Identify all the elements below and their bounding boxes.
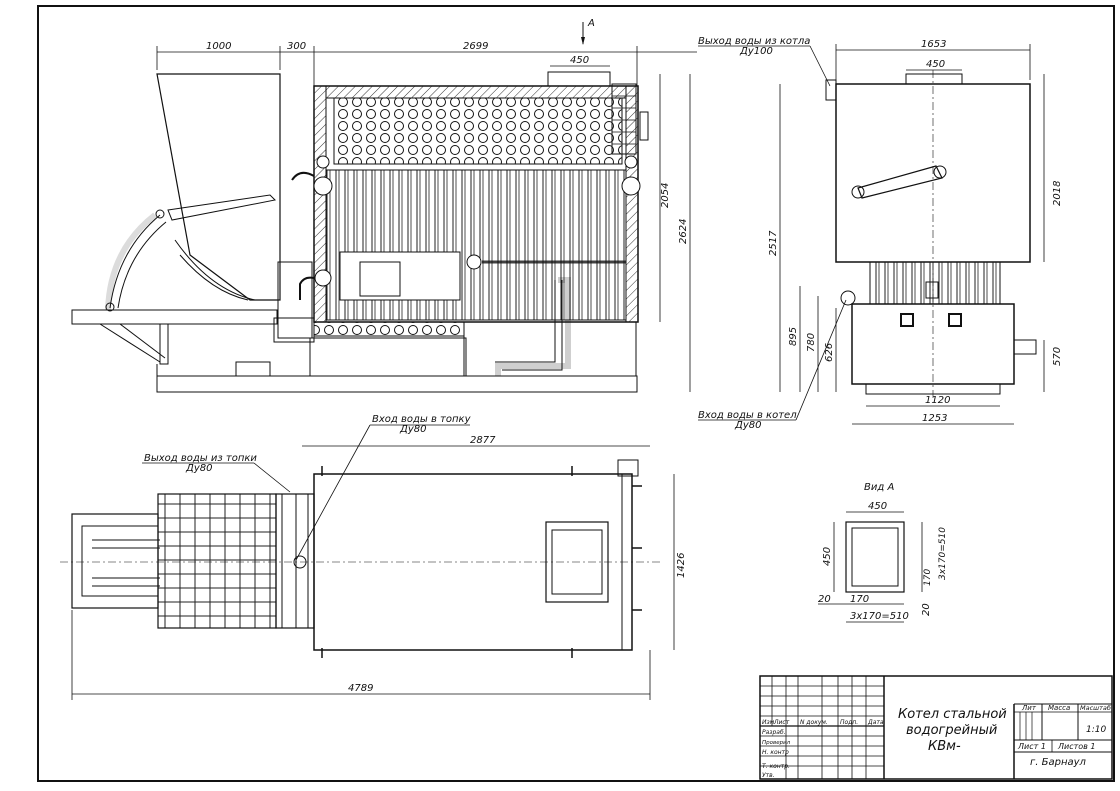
view-a-title: Вид А — [864, 482, 894, 493]
title-block: Изм Лист N докум. Подп. Дата Разраб. Про… — [759, 675, 1113, 780]
view-a-dim-20-bottom: 20 — [921, 603, 932, 616]
tb-col-list: Лист — [773, 719, 790, 726]
tb-col-date: Дата — [867, 719, 884, 726]
dim-2018: 2018 — [1052, 181, 1063, 206]
tb-scale: 1:10 — [1086, 725, 1106, 735]
sheet-frame — [37, 5, 1115, 782]
dim-626: 626 — [824, 343, 835, 362]
view-a-dim-3x170-bottom: 3x170=510 — [850, 611, 909, 622]
view-a-dim-20-left: 20 — [818, 594, 831, 605]
arrow-a-label: A — [587, 18, 595, 29]
view-a-dim-450-top: 450 — [868, 501, 887, 512]
view-a-dim-170-bottom: 170 — [850, 594, 869, 605]
view-a-dim-3x170-right: 3x170=510 — [938, 527, 948, 580]
tb-title-line3: КВм- — [928, 739, 961, 754]
view-a-dim-450-side: 450 — [822, 547, 833, 566]
tb-row-tkontr: Т. контр. — [762, 763, 790, 770]
dim-450-right: 450 — [926, 59, 945, 70]
callout-water-in-boiler-size: Ду80 — [734, 420, 761, 431]
dim-4789: 4789 — [348, 683, 373, 694]
dim-1653: 1653 — [921, 39, 946, 50]
dim-780: 780 — [806, 333, 817, 352]
tb-row-prover: Проверил — [762, 740, 791, 746]
view-a-dim-170-right: 170 — [923, 569, 933, 586]
callout-water-in-furnace-size: Ду80 — [399, 424, 426, 435]
tb-row-razrab: Разраб. — [762, 729, 786, 736]
tb-city: г. Барнаул — [1030, 757, 1087, 768]
tb-row-utv: Утв. — [762, 772, 775, 779]
callout-water-out-boiler: Выход воды из котла — [698, 36, 810, 47]
dim-1000: 1000 — [206, 41, 231, 52]
tb-title-line2: водогрейный — [906, 723, 997, 738]
dim-2517: 2517 — [768, 230, 779, 256]
tb-sheets: Листов 1 — [1057, 742, 1096, 751]
dim-450-top: 450 — [570, 55, 589, 66]
dim-1253: 1253 — [922, 413, 947, 424]
dim-2699: 2699 — [463, 41, 488, 52]
view-a: Вид А 450 450 3x170=510 170 20 170 20 3x… — [818, 482, 948, 623]
dim-2054: 2054 — [660, 183, 671, 208]
tb-lit: Лит — [1021, 704, 1037, 712]
tb-masshtab: Масштаб — [1080, 704, 1111, 712]
dim-2624: 2624 — [678, 219, 689, 244]
tb-col-sign: Подп. — [840, 719, 858, 726]
dim-1426: 1426 — [676, 553, 687, 578]
front-view: 1653 450 Выход воды из котла Ду100 2517 … — [698, 36, 1063, 431]
tb-title-line1: Котел стальной — [898, 707, 1007, 722]
tb-col-doc: N докум. — [800, 719, 828, 726]
callout-water-out-furnace-size: Ду80 — [185, 463, 212, 474]
side-elevation-view: 1000 300 2699 A 450 — [71, 18, 697, 393]
callout-water-in-furnace: Вход воды в топку — [372, 414, 472, 425]
callout-water-out-furnace: Выход воды из топки — [144, 453, 257, 464]
dim-1120: 1120 — [925, 395, 950, 406]
dim-570: 570 — [1052, 347, 1063, 366]
tb-massa: Масса — [1048, 704, 1070, 712]
callout-water-in-boiler: Вход воды в котел — [698, 410, 797, 421]
dim-300: 300 — [287, 41, 306, 52]
dim-895: 895 — [788, 327, 799, 346]
tb-row-nkontr: Н. контр — [762, 749, 789, 756]
plan-view: 2877 Вход воды в топку Ду80 Выход воды и… — [60, 414, 687, 700]
tb-col-izm: Изм — [762, 719, 775, 726]
callout-water-out-boiler-size: Ду100 — [739, 46, 773, 57]
tb-sheet: Лист 1 — [1017, 742, 1046, 751]
dim-2877: 2877 — [470, 435, 496, 446]
